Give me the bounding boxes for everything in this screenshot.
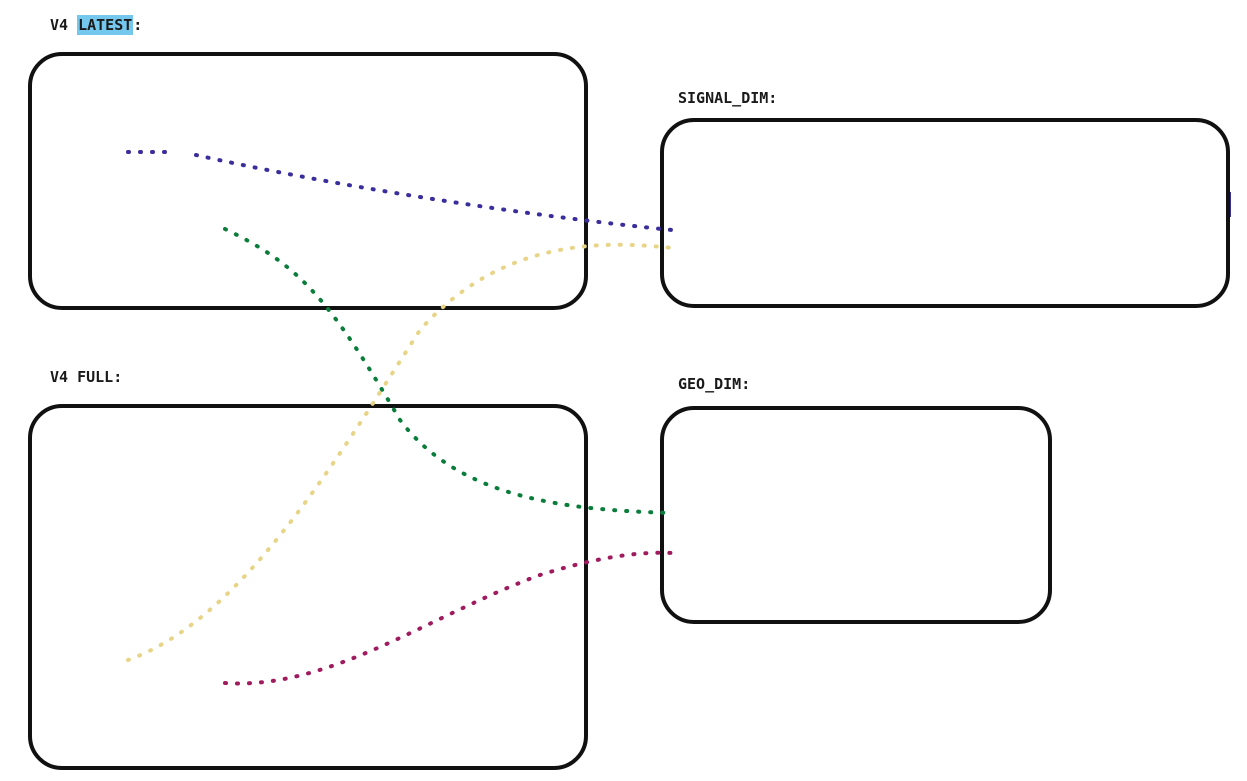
latest-table-caption: V4 LATEST: <box>50 15 143 35</box>
latest-table-box <box>28 52 588 310</box>
geo-dim-box <box>660 406 1052 624</box>
latest-caption-highlight: LATEST <box>77 15 134 35</box>
full-table-caption: V4 FULL: <box>50 368 123 386</box>
signal-dim-box <box>660 118 1230 308</box>
latest-caption-prefix: V4 <box>50 16 78 34</box>
signal-dim-caption: SIGNAL_DIM: <box>678 89 778 107</box>
geo-dim-caption: GEO_DIM: <box>678 375 751 393</box>
latest-caption-suffix: : <box>133 16 143 34</box>
full-table-box <box>28 404 588 770</box>
